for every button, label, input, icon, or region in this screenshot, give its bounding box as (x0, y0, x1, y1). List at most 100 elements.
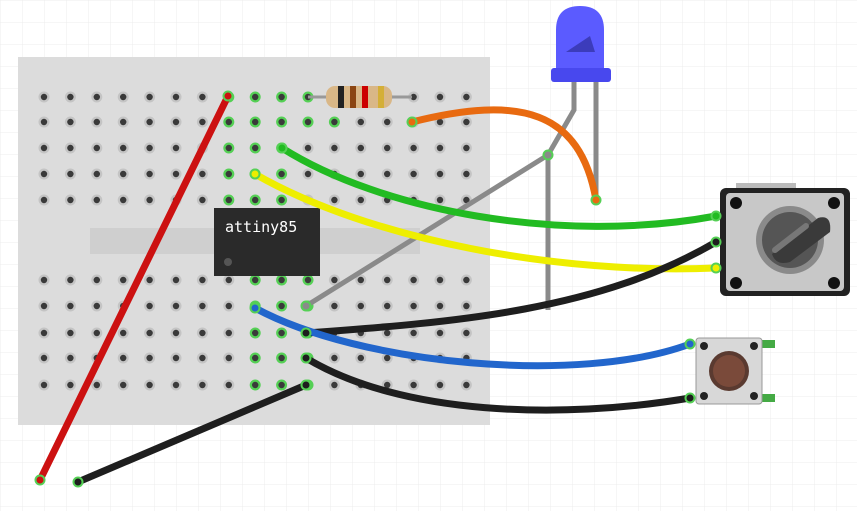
breadboard-hole-center (463, 381, 470, 389)
potentiometer[interactable] (720, 183, 850, 296)
button-cap (713, 355, 745, 387)
wire-endpoint (300, 379, 312, 391)
breadboard-hole-center (225, 302, 232, 310)
wire-endpoint (590, 194, 602, 206)
breadboard-hole-center (384, 381, 391, 389)
breadboard-hole-center (172, 170, 180, 178)
wire-endpoint (222, 90, 234, 102)
breadboard-hole-center (172, 118, 180, 126)
breadboard-hole-center (93, 302, 101, 310)
breadboard-hole-center (410, 302, 417, 310)
chip-label: attiny85 (225, 218, 297, 236)
breadboard-hole-center (93, 329, 101, 337)
grey-wire[interactable] (303, 152, 551, 309)
breadboard-hole-center (67, 93, 74, 101)
breadboard-hole-center (384, 302, 391, 310)
breadboard-hole-center (357, 354, 364, 362)
breadboard-hole-center (120, 170, 127, 178)
yellow-wire[interactable] (251, 170, 720, 273)
wire-endpoints (34, 90, 722, 488)
breadboard-hole-center (225, 170, 232, 178)
breadboard-hole-center (331, 196, 338, 204)
black-wire-ground[interactable] (74, 381, 310, 486)
breadboard-hole-center (40, 118, 48, 126)
breadboard-hole-center (436, 276, 444, 284)
pushbutton[interactable] (695, 337, 775, 405)
breadboard-hole-center (278, 118, 285, 126)
breadboard-hole-center (357, 196, 364, 204)
resistor-band (362, 86, 368, 108)
wire-endpoint (34, 474, 46, 486)
wire-endpoint (249, 168, 261, 180)
led-anvil (566, 36, 595, 52)
breadboard-hole-center (120, 354, 127, 362)
breadboard-hole-center (40, 381, 48, 389)
breadboard-hole-center (120, 144, 127, 152)
breadboard-hole-center (436, 329, 444, 337)
breadboard-hole-center (278, 354, 285, 362)
led-rim (551, 68, 611, 82)
breadboard-hole-center (225, 118, 232, 126)
breadboard-hole-center (40, 329, 48, 337)
button-corner (750, 342, 758, 350)
breadboard-hole-center (463, 93, 470, 101)
breadboard-hole-center (463, 196, 470, 204)
breadboard-hole-center (410, 170, 417, 178)
resistor[interactable] (308, 86, 412, 108)
breadboard-hole-center (199, 118, 206, 126)
breadboard-hole-center (357, 302, 364, 310)
breadboard-hole-center (120, 381, 127, 389)
breadboard-hole-center (252, 329, 259, 337)
breadboard-hole-center (436, 381, 444, 389)
breadboard-hole-center (120, 276, 127, 284)
breadboard-hole-center (278, 196, 285, 204)
breadboard-hole-center (278, 93, 285, 101)
breadboard-hole-center (120, 196, 127, 204)
breadboard-hole-center (463, 118, 470, 126)
breadboard-hole-center (384, 144, 391, 152)
breadboard-hole-center (278, 329, 285, 337)
breadboard-hole-center (331, 381, 338, 389)
pot-knob-shaft (772, 217, 831, 263)
breadboard-hole-center (93, 276, 101, 284)
green-wire[interactable] (278, 144, 720, 230)
wire-endpoint (710, 236, 722, 248)
breadboard-hole-center (304, 276, 312, 284)
pot-corner-hole (828, 277, 840, 289)
black-wire-button[interactable] (302, 354, 694, 414)
attiny85-chip[interactable]: attiny85 (214, 208, 320, 276)
breadboard-hole-center (436, 196, 444, 204)
breadboard-hole-center (67, 381, 74, 389)
breadboard-hole-center (252, 144, 259, 152)
breadboard-hole-center (40, 302, 48, 310)
breadboard-hole-center (225, 329, 232, 337)
breadboard-hole-center (357, 170, 364, 178)
breadboard-hole-center (172, 381, 180, 389)
wire-endpoint (300, 327, 312, 339)
orange-wire[interactable] (408, 106, 600, 204)
breadboard-hole-center (384, 354, 391, 362)
breadboard-hole-center (331, 302, 338, 310)
breadboard-hole-center (40, 93, 48, 101)
breadboard-hole-center (93, 170, 101, 178)
resistor-band (378, 86, 384, 108)
breadboard-hole-center (199, 196, 206, 204)
breadboard-hole-center (436, 144, 444, 152)
breadboard-hole-center (252, 93, 259, 101)
breadboard-hole-center (357, 118, 364, 126)
button-lead (761, 394, 775, 402)
breadboard-hole-center (40, 196, 48, 204)
black-wire-pot[interactable] (302, 238, 720, 337)
breadboard-hole-center (67, 276, 74, 284)
pot-corner-hole (828, 197, 840, 209)
breadboard-hole-center (410, 93, 417, 101)
button-corner (750, 392, 758, 400)
breadboard-hole-center (463, 170, 470, 178)
red-wire[interactable] (36, 92, 232, 484)
breadboard-hole-center (146, 276, 153, 284)
breadboard-hole-center (199, 329, 206, 337)
breadboard-hole-center (410, 276, 417, 284)
breadboard-hole-center (463, 144, 470, 152)
breadboard-hole-center (384, 329, 391, 337)
